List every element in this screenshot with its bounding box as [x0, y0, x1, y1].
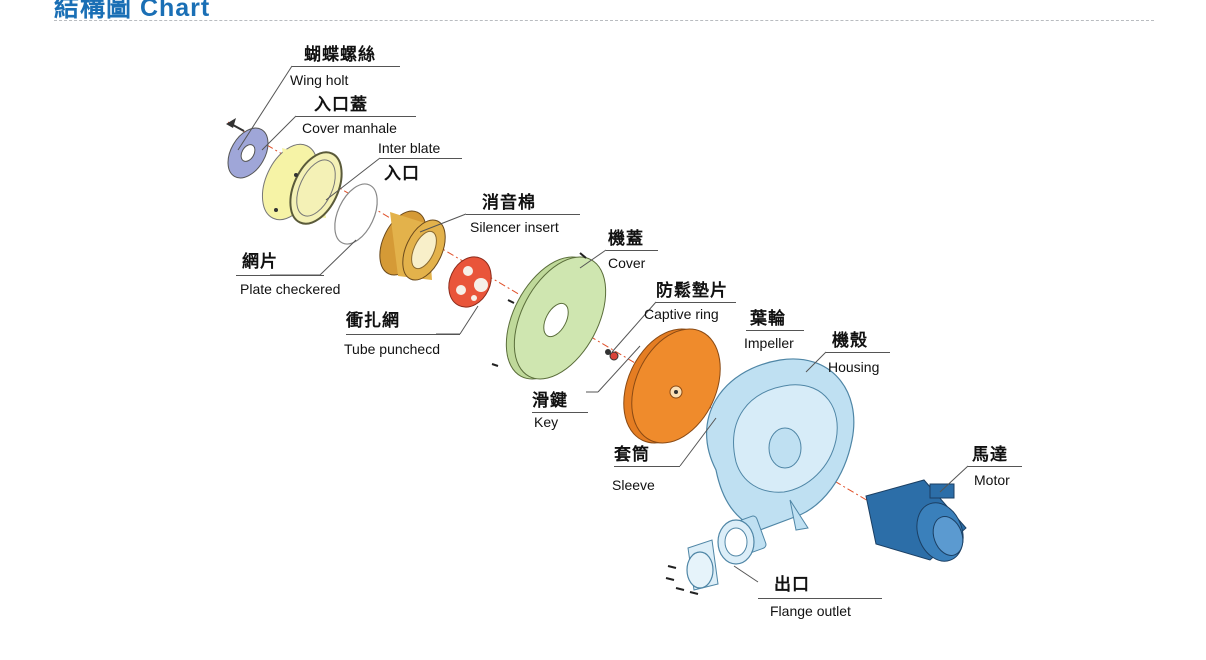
- rule-sleeve: [614, 466, 680, 467]
- cover-manhole-part: [261, 143, 343, 225]
- silencer-insert-part: [379, 210, 446, 281]
- label-cover-manhole-en: Cover manhale: [302, 120, 397, 136]
- label-flange-outlet-en: Flange outlet: [770, 603, 851, 619]
- label-tube-punched-en: Tube punchecd: [344, 341, 440, 357]
- label-plate-checkered-en: Plate checkered: [240, 281, 341, 297]
- rule-silencer-insert: [466, 214, 580, 215]
- rule-inter-plate: [380, 158, 462, 159]
- rule-motor: [968, 466, 1022, 467]
- rule-cover-manhole: [296, 116, 416, 117]
- rule-plate-checkered: [236, 275, 324, 276]
- tube-punched-part: [448, 256, 492, 308]
- label-motor-zh: 馬達: [972, 445, 1008, 464]
- label-inter-plate-en: Inter blate: [378, 140, 441, 156]
- label-silencer-insert-en: Silencer insert: [470, 219, 559, 235]
- header-divider: [54, 20, 1154, 21]
- label-key-zh: 滑鍵: [532, 391, 568, 410]
- label-impeller-zh: 葉輪: [750, 309, 786, 328]
- rule-impeller: [746, 330, 804, 331]
- motor-part: [865, 479, 967, 562]
- label-motor-en: Motor: [974, 472, 1010, 488]
- rule-wing-bolt: [292, 66, 400, 67]
- page-title: 結構圖 Chart: [54, 0, 211, 22]
- label-captive-ring-en: Captive ring: [644, 306, 719, 322]
- label-inter-plate-zh: 入口: [384, 164, 420, 183]
- label-wing-bolt-zh: 蝴蝶螺絲: [304, 45, 376, 64]
- label-silencer-insert-zh: 消音棉: [482, 193, 536, 212]
- housing-part: [706, 358, 855, 555]
- label-impeller-en: Impeller: [744, 335, 794, 351]
- inter-plate-part: [334, 183, 378, 245]
- label-sleeve-zh: 套筒: [614, 445, 650, 464]
- label-cover-en: Cover: [608, 255, 646, 271]
- rule-housing: [826, 352, 890, 353]
- label-cover-manhole-zh: 入口蓋: [314, 95, 368, 114]
- leader-lines: [237, 65, 969, 583]
- label-housing-en: Housing: [828, 359, 880, 375]
- captive-ring-part: [605, 349, 619, 361]
- rule-key: [532, 412, 588, 413]
- fan-cover-part: [491, 252, 607, 380]
- label-captive-ring-zh: 防鬆墊片: [656, 281, 728, 300]
- label-wing-bolt-en: Wing holt: [290, 72, 349, 88]
- label-sleeve-en: Sleeve: [612, 477, 655, 493]
- rule-captive-ring: [656, 302, 736, 303]
- label-key-en: Key: [534, 414, 559, 430]
- label-plate-checkered-zh: 網片: [242, 252, 278, 271]
- flange-outlet-part: [665, 519, 755, 595]
- label-flange-outlet-zh: 出口: [774, 575, 810, 594]
- rule-flange-outlet: [758, 598, 882, 599]
- label-cover-zh: 機蓋: [608, 229, 644, 248]
- label-housing-zh: 機殼: [832, 331, 868, 350]
- impeller-part: [623, 328, 721, 444]
- rule-tube-punched: [346, 334, 460, 335]
- wing-bolt-part: [226, 118, 269, 179]
- rule-cover: [606, 250, 658, 251]
- label-tube-punched-zh: 衝扎網: [346, 311, 400, 330]
